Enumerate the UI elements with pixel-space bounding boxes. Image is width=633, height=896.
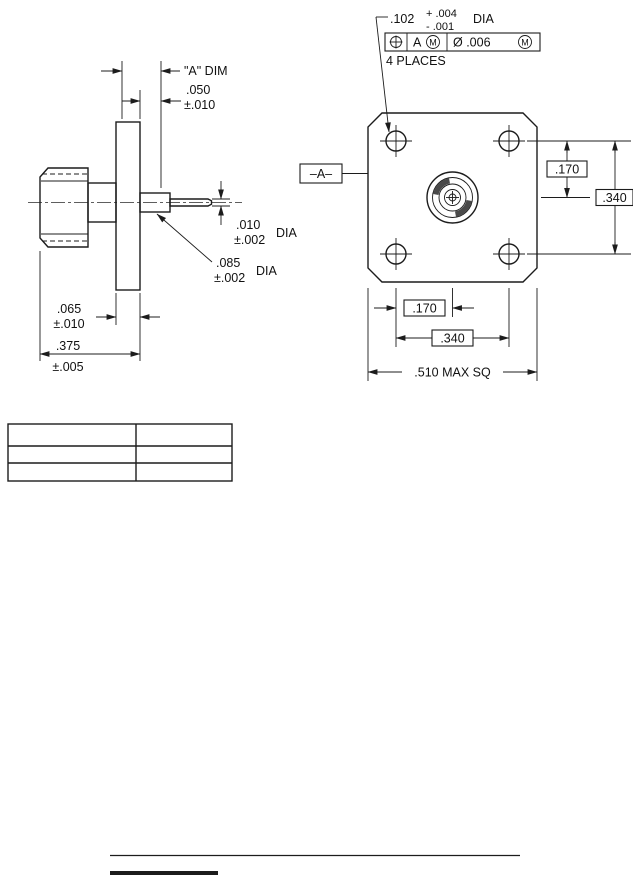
center-pin-outline	[169, 198, 213, 207]
dim-text-mask	[402, 364, 503, 379]
dim-375-value: .375	[56, 339, 80, 353]
dim-085: .085 ±.002 DIA	[156, 213, 278, 285]
hole-callout: .102 + .004 - .001 DIA A M Ø .006	[375, 8, 541, 133]
mounting-hole	[380, 238, 412, 270]
dim-085-tol: ±.002	[214, 271, 245, 285]
mmc-modifier-icon: M	[426, 35, 440, 49]
dim-box	[403, 299, 446, 317]
hole-tol-plus: + .004	[426, 8, 457, 20]
leader-line	[156, 213, 213, 263]
dim-375-tol: ±.005	[52, 360, 83, 374]
fcf-tolerance: Ø .006	[453, 36, 491, 50]
flange-outline	[115, 121, 141, 291]
dim-085-suffix: DIA	[256, 264, 278, 278]
h-spacing-value: .340	[440, 332, 464, 346]
places-note: 4 PLACES	[386, 54, 446, 68]
v-offset-value: .170	[555, 163, 579, 177]
hole-dia-suffix: DIA	[473, 12, 495, 26]
v-spacing-value: .340	[602, 191, 626, 205]
dim-flange-sq: .510 MAX SQ	[367, 288, 538, 381]
hole-tol-minus: - .001	[426, 21, 454, 33]
hex-nut-outline	[39, 167, 89, 248]
mounting-hole	[493, 125, 525, 157]
h-offset-value: .170	[412, 302, 436, 316]
dim-010-tol: ±.002	[234, 233, 265, 247]
dim-010-value: .010	[236, 218, 260, 232]
dim-050: .050 ±.010	[122, 83, 215, 119]
fcf-box	[384, 32, 541, 52]
dim-050-tol: ±.010	[184, 98, 215, 112]
dim-085-value: .085	[216, 256, 240, 270]
dim-010: .010 ±.002 DIA	[212, 181, 298, 247]
dim-h-spacing: .340	[395, 288, 510, 347]
side-view: "A" DIM .050 ±.010 .010 ±.002 DIA .085 ±…	[28, 61, 298, 374]
dim-065-tol: ±.010	[53, 317, 84, 331]
feature-control-frame: A M Ø .006 M	[384, 32, 541, 52]
position-symbol-icon	[389, 35, 403, 49]
dim-v-offset: .170	[527, 140, 631, 255]
fcf-datum: A	[413, 36, 422, 50]
table-border	[7, 423, 233, 482]
dim-v-spacing: .340	[595, 140, 633, 255]
datum-label: –A–	[310, 167, 332, 181]
dim-a: "A" DIM	[101, 61, 228, 188]
leader-line	[375, 16, 391, 133]
mounting-hole	[380, 125, 412, 157]
a-dim-label: "A" DIM	[184, 64, 228, 78]
center-connector	[426, 171, 479, 224]
dim-065: .065 ±.010	[53, 293, 160, 331]
dim-065-value: .065	[57, 302, 81, 316]
hole-dia-value: .102	[390, 12, 414, 26]
fcf-datum-modifier: M	[429, 38, 437, 48]
bore-shading-arc	[433, 178, 451, 196]
dim-010-suffix: DIA	[276, 226, 298, 240]
dim-box	[431, 329, 474, 347]
dim-box	[546, 160, 588, 178]
footer-rules	[110, 854, 520, 875]
dim-h-offset: .170	[374, 288, 474, 347]
mmc-modifier-icon: M	[518, 35, 532, 49]
mounting-hole	[493, 238, 525, 270]
bore-shading-arc	[454, 199, 472, 217]
dim-box	[595, 188, 633, 207]
dim-375: .375 ±.005	[39, 251, 141, 374]
datum-flag: –A–	[299, 163, 368, 184]
front-view: –A– .102 + .004 - .001 DIA A	[299, 8, 633, 381]
parts-table	[7, 423, 233, 482]
datum-box	[299, 163, 343, 184]
flange-square-outline	[367, 112, 538, 283]
fcf-tolerance-modifier: M	[521, 38, 529, 48]
flange-sq-value: .510 MAX SQ	[414, 366, 491, 380]
dim-050-value: .050	[186, 83, 210, 97]
